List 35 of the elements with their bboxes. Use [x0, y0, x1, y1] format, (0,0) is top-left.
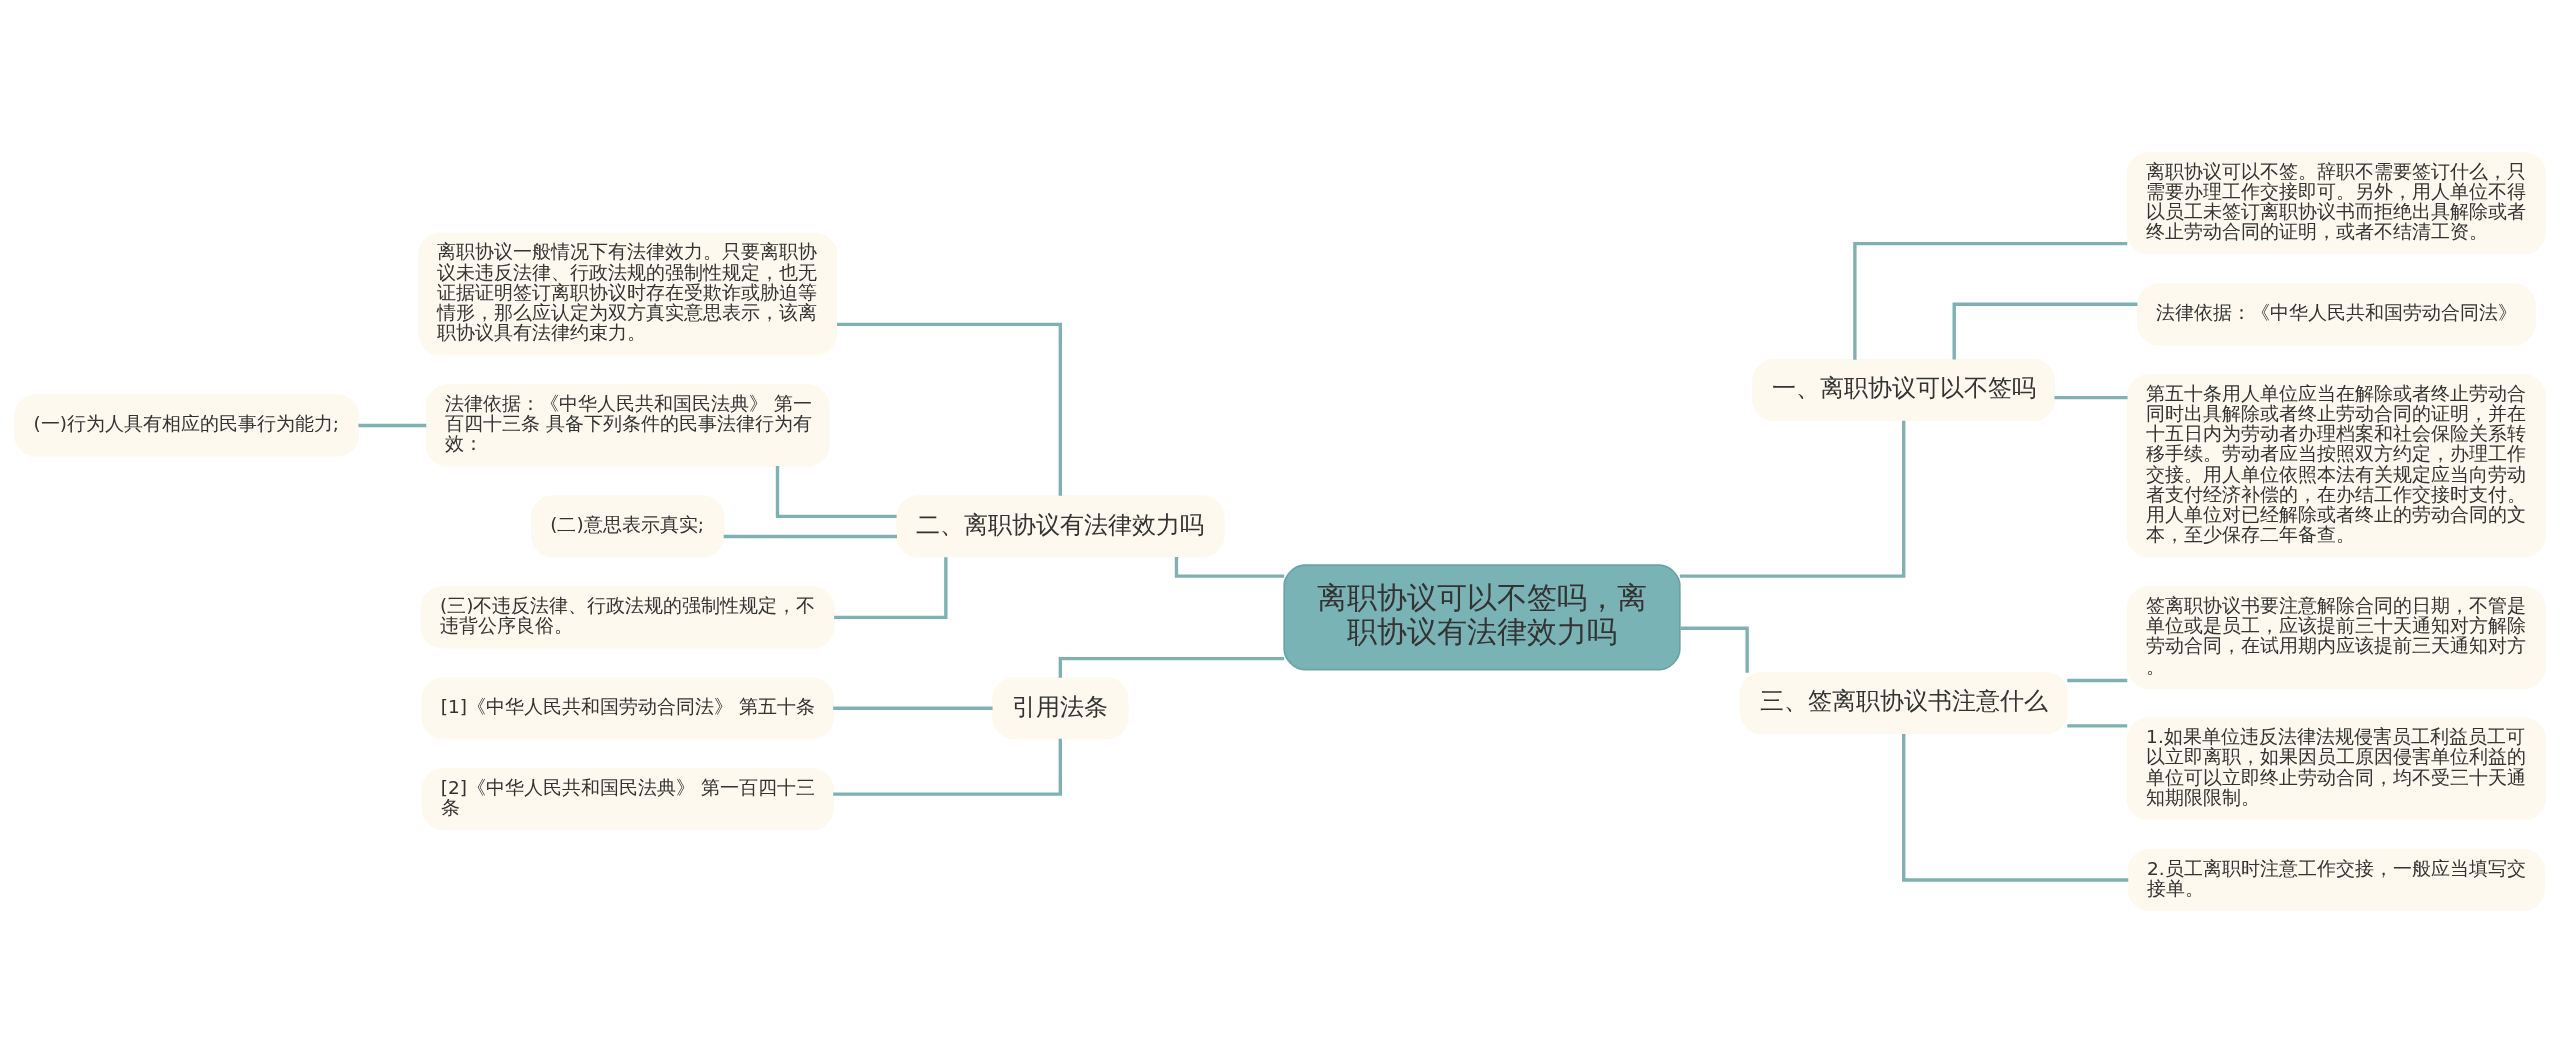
connector: [2067, 678, 2128, 682]
connector: [775, 465, 897, 518]
node-box: 一、离职协议可以不签吗: [1752, 358, 2056, 421]
node-box: 2.员工离职时注意工作交接，一般应当填写交接单。: [2127, 848, 2546, 911]
connector: [1952, 302, 2138, 360]
connector: [1853, 241, 2128, 360]
connector: [837, 322, 1062, 496]
connector: [2067, 723, 2128, 728]
connector: [1174, 556, 1285, 578]
connector: [1680, 626, 1749, 673]
connector: [358, 423, 427, 427]
node-box: [1]《中华人民共和国劳动合同法》 第五十条: [421, 676, 834, 739]
node-box: 第五十条用人单位应当在解除或者终止劳动合同时出具解除或者终止劳动合同的证明，并在十五日内为劳动者办理档案和社会保险关系转移手续。劳动者应当按照双方约定，办理工作交接。用人单位依照本法有关规定应当向劳动者支付经济补偿的，在办结工作交接时支付。用人单位对已经解除或者终止的劳动合同的文本，至少保存二年备查。: [2126, 373, 2546, 558]
node-box: 法律依据：《中华人民共和国民法典》 第一百四十三条 具备下列条件的民事法律行为有效：: [425, 383, 830, 467]
connector: [1902, 733, 2129, 882]
node-box: 离职协议一般情况下有法律效力。只要离职协议未违反法律、行政法规的强制性规定，也无证据证明签订离职协议时存在受欺诈或胁迫等情形，那么应认定为双方真实意思表示，该离职协议具有法律约束力。: [418, 232, 838, 356]
node-box: 三、签离职协议书注意什么: [1739, 671, 2068, 734]
connector: [833, 706, 993, 710]
connector: [2054, 395, 2128, 399]
node-box: 签离职协议书要注意解除合同的日期，不管是单位或是员工，应该提前三十天通知对方解除劳动合同，在试用期内应该提前三天通知对方。: [2126, 585, 2546, 689]
node-box: (一)行为人具有相应的民事行为能力;: [14, 393, 360, 457]
connector: [1058, 656, 1285, 678]
node-box: 离职协议可以不签。辞职不需要签订什么，只需要办理工作交接即可。另外，用人单位不得以员工未签订离职协议书而拒绝出具解除或者终止劳动合同的证明，或者不结清工资。: [2126, 151, 2546, 255]
connector: [1679, 420, 1906, 578]
node-box: 离职协议可以不签吗，离职协议有法律效力吗: [1283, 563, 1681, 670]
node-box: 引用法条: [992, 676, 1129, 739]
connector: [833, 738, 1062, 796]
connector: [834, 556, 948, 619]
node-box: [2]《中华人民共和国民法典》 第一百四十三条: [421, 767, 834, 830]
node-box: (二)意思表示真实;: [530, 494, 725, 558]
node-box: (三)不违反法律、行政法规的强制性规定，不违背公序良俗。: [420, 585, 835, 648]
node-box: 二、离职协议有法律效力吗: [896, 494, 1225, 558]
connector: [723, 534, 897, 538]
node-box: 1.如果单位违反法律法规侵害员工利益员工可以立即离职，如果因员工原因侵害单位利益的单位可以立即终止劳动合同，均不受三十天通知期限限制。: [2126, 717, 2546, 820]
node-box: 法律依据：《中华人民共和国劳动合同法》: [2136, 282, 2536, 345]
